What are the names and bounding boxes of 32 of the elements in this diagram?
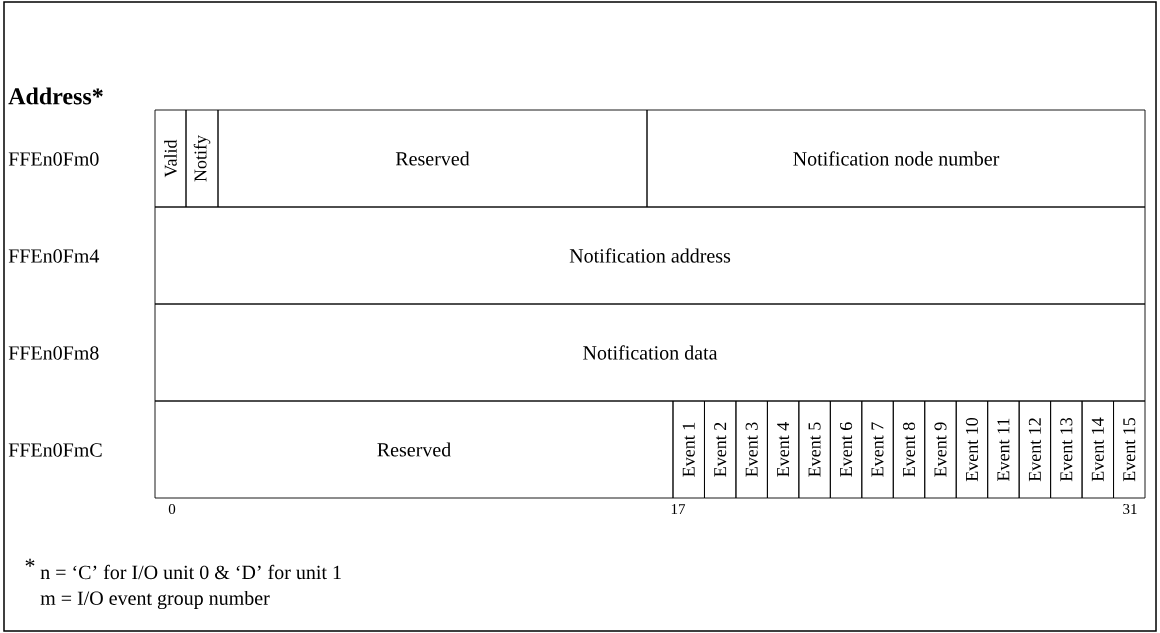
bit-field-cell: Valid bbox=[154, 109, 187, 208]
bit-field-cell: Event 9 bbox=[924, 400, 957, 499]
register-address: FFEn0FmC bbox=[8, 443, 102, 457]
bit-field-cell: Event 4 bbox=[766, 400, 800, 499]
bit-field-cell: Notification data bbox=[154, 303, 1146, 402]
bit-field-cell: Event 11 bbox=[987, 400, 1020, 499]
bit-number: 17 bbox=[671, 504, 686, 514]
bit-field-cell: Reserved bbox=[217, 109, 648, 208]
bit-field-cell: Event 6 bbox=[829, 400, 863, 499]
bit-field-cell: Event 12 bbox=[1018, 400, 1052, 499]
register-address: FFEn0Fm4 bbox=[8, 249, 100, 263]
bit-field-cell: Notification address bbox=[154, 206, 1146, 305]
bit-field-cell: Event 14 bbox=[1081, 400, 1114, 499]
bit-field-cell: Event 5 bbox=[798, 400, 831, 499]
footnote-text: m = I/O event group number bbox=[40, 590, 270, 610]
bit-field-cell: Event 10 bbox=[955, 400, 989, 499]
title: Address* bbox=[8, 87, 103, 105]
bit-field-cell: Event 1 bbox=[672, 400, 705, 499]
bit-field-cell: Event 7 bbox=[861, 400, 894, 499]
bit-field-cell: Event 3 bbox=[735, 400, 768, 499]
bit-field-cell: Notify bbox=[185, 109, 219, 208]
register-address: FFEn0Fm8 bbox=[8, 346, 99, 360]
bit-field-cell: Event 15 bbox=[1113, 400, 1146, 499]
register-address: FFEn0Fm0 bbox=[8, 152, 99, 166]
bit-field-cell: Event 2 bbox=[704, 400, 737, 499]
bit-field-cell: Reserved bbox=[154, 400, 674, 499]
bit-field-cell: Notification node number bbox=[646, 109, 1146, 208]
bit-number: 31 bbox=[1123, 503, 1137, 515]
bit-field-cell: Event 13 bbox=[1050, 400, 1083, 499]
footnote-text: n = ‘C’ for I/O unit 0 & ‘D’ for unit 1 bbox=[40, 564, 341, 580]
footnote-mark: * bbox=[25, 558, 35, 567]
bit-field-cell: Event 8 bbox=[892, 400, 926, 499]
